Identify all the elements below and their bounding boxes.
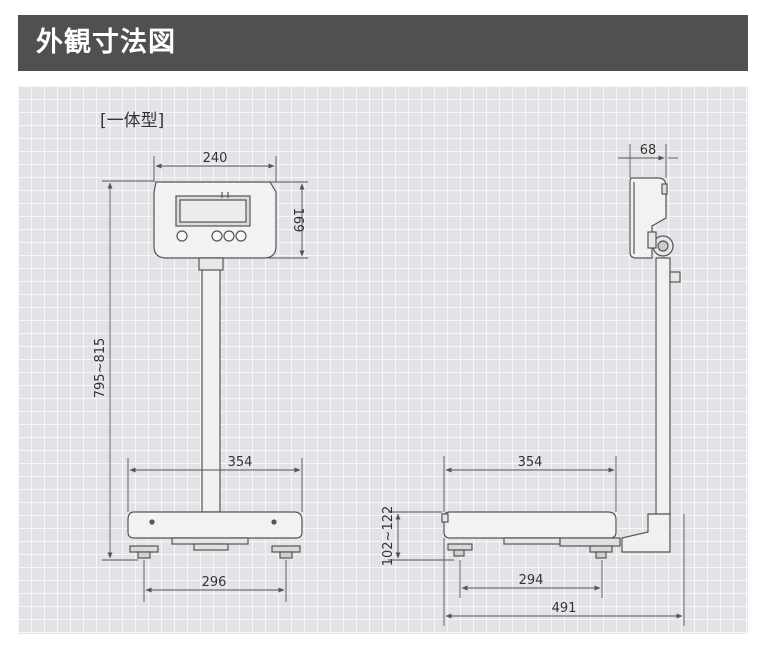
side-view [441,177,681,559]
side-head-depth-label: 68 [640,143,657,158]
drawing-canvas: [一体型] [93,111,685,626]
side-platform-height-label: 102~122 [381,506,396,567]
side-foot-span-label: 294 [519,573,544,588]
front-head-height-label: 169 [290,208,305,233]
front-foot-span-label: 296 [202,575,227,590]
front-view [127,181,303,559]
front-total-height-label: 795~815 [93,338,108,399]
page-title: 外観寸法図 [18,15,748,71]
side-platform-length-label: 354 [518,455,543,470]
type-label: [一体型] [100,111,164,131]
front-head-width-label: 240 [203,151,228,166]
front-dimensions [102,156,308,602]
dimension-drawing: [一体型] [18,86,748,634]
front-platform-width-label: 354 [228,455,253,470]
side-dimensions [388,144,685,626]
side-total-length-label: 491 [552,601,577,616]
